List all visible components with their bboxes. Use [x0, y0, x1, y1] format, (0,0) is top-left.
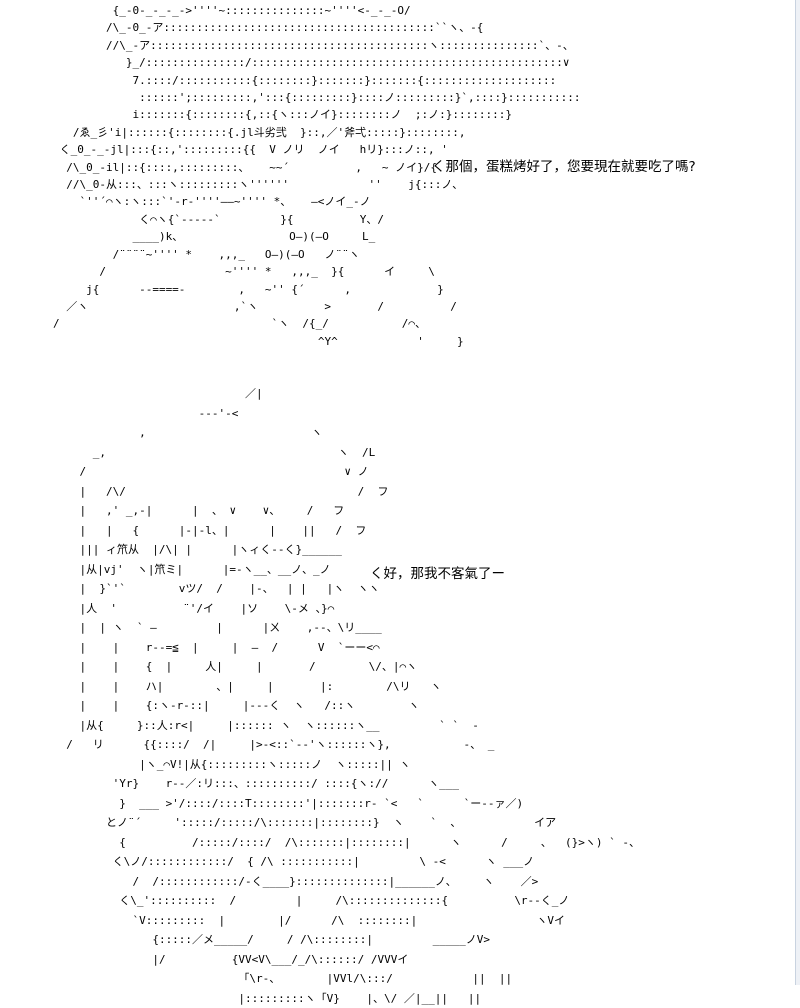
ascii-art-maid-holding-cake: {_-0-_-_-_->''''~:::::::::::::::~''''<-_…: [52, 4, 581, 348]
ascii-art-girl-eating: ／| ---'-< , ヽ _, ヽ /L / ∨: [66, 387, 641, 1005]
window-scroll-edge: [795, 0, 800, 985]
dialogue-line-offer-cake: く那個，蛋糕烤好了，您要現在就要吃了嗎?: [432, 159, 696, 175]
dialogue-line-accept: く好，那我不客氣了ー: [370, 566, 505, 582]
